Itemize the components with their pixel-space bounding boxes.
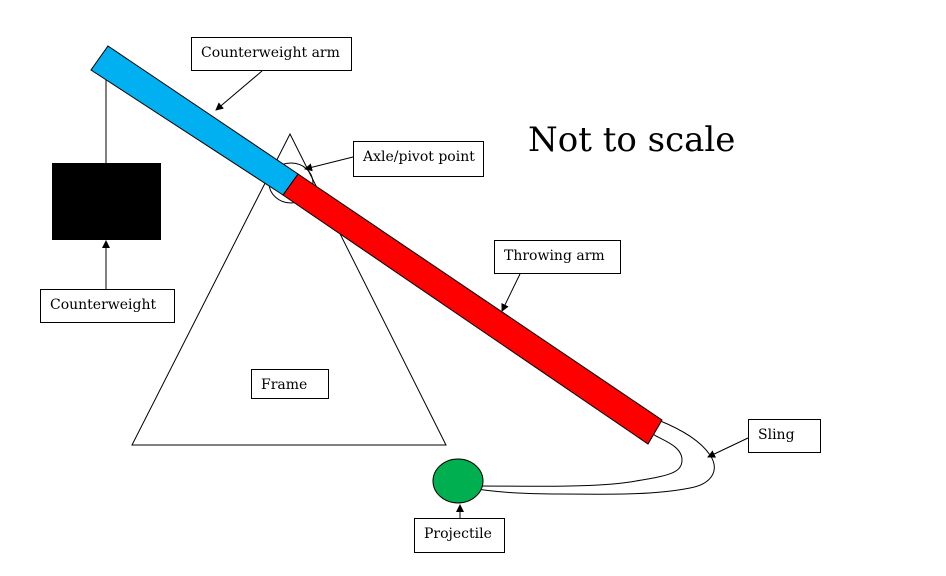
counterweight-arm-label: Counterweight arm	[191, 37, 352, 71]
not-to-scale-note: Not to scale	[528, 120, 736, 160]
projectile-label: Projectile	[414, 518, 505, 553]
counterweight-block	[52, 163, 161, 240]
arrow-throwing-arm	[501, 273, 521, 312]
throwing-arm	[282, 173, 663, 445]
counterweight-arm	[90, 45, 299, 196]
throwing-arm-label: Throwing arm	[494, 240, 621, 274]
counterweight-label: Counterweight	[40, 289, 175, 323]
frame-triangle	[131, 132, 447, 446]
arrow-axle	[304, 156, 354, 172]
projectile-ball	[432, 458, 484, 504]
sling-rope	[469, 419, 715, 495]
arrow-sling	[707, 437, 749, 458]
axle-label: Axle/pivot point	[353, 141, 484, 177]
sling-label: Sling	[748, 419, 821, 453]
arrow-counterweight-arm	[215, 70, 263, 111]
frame-label: Frame	[251, 369, 329, 399]
